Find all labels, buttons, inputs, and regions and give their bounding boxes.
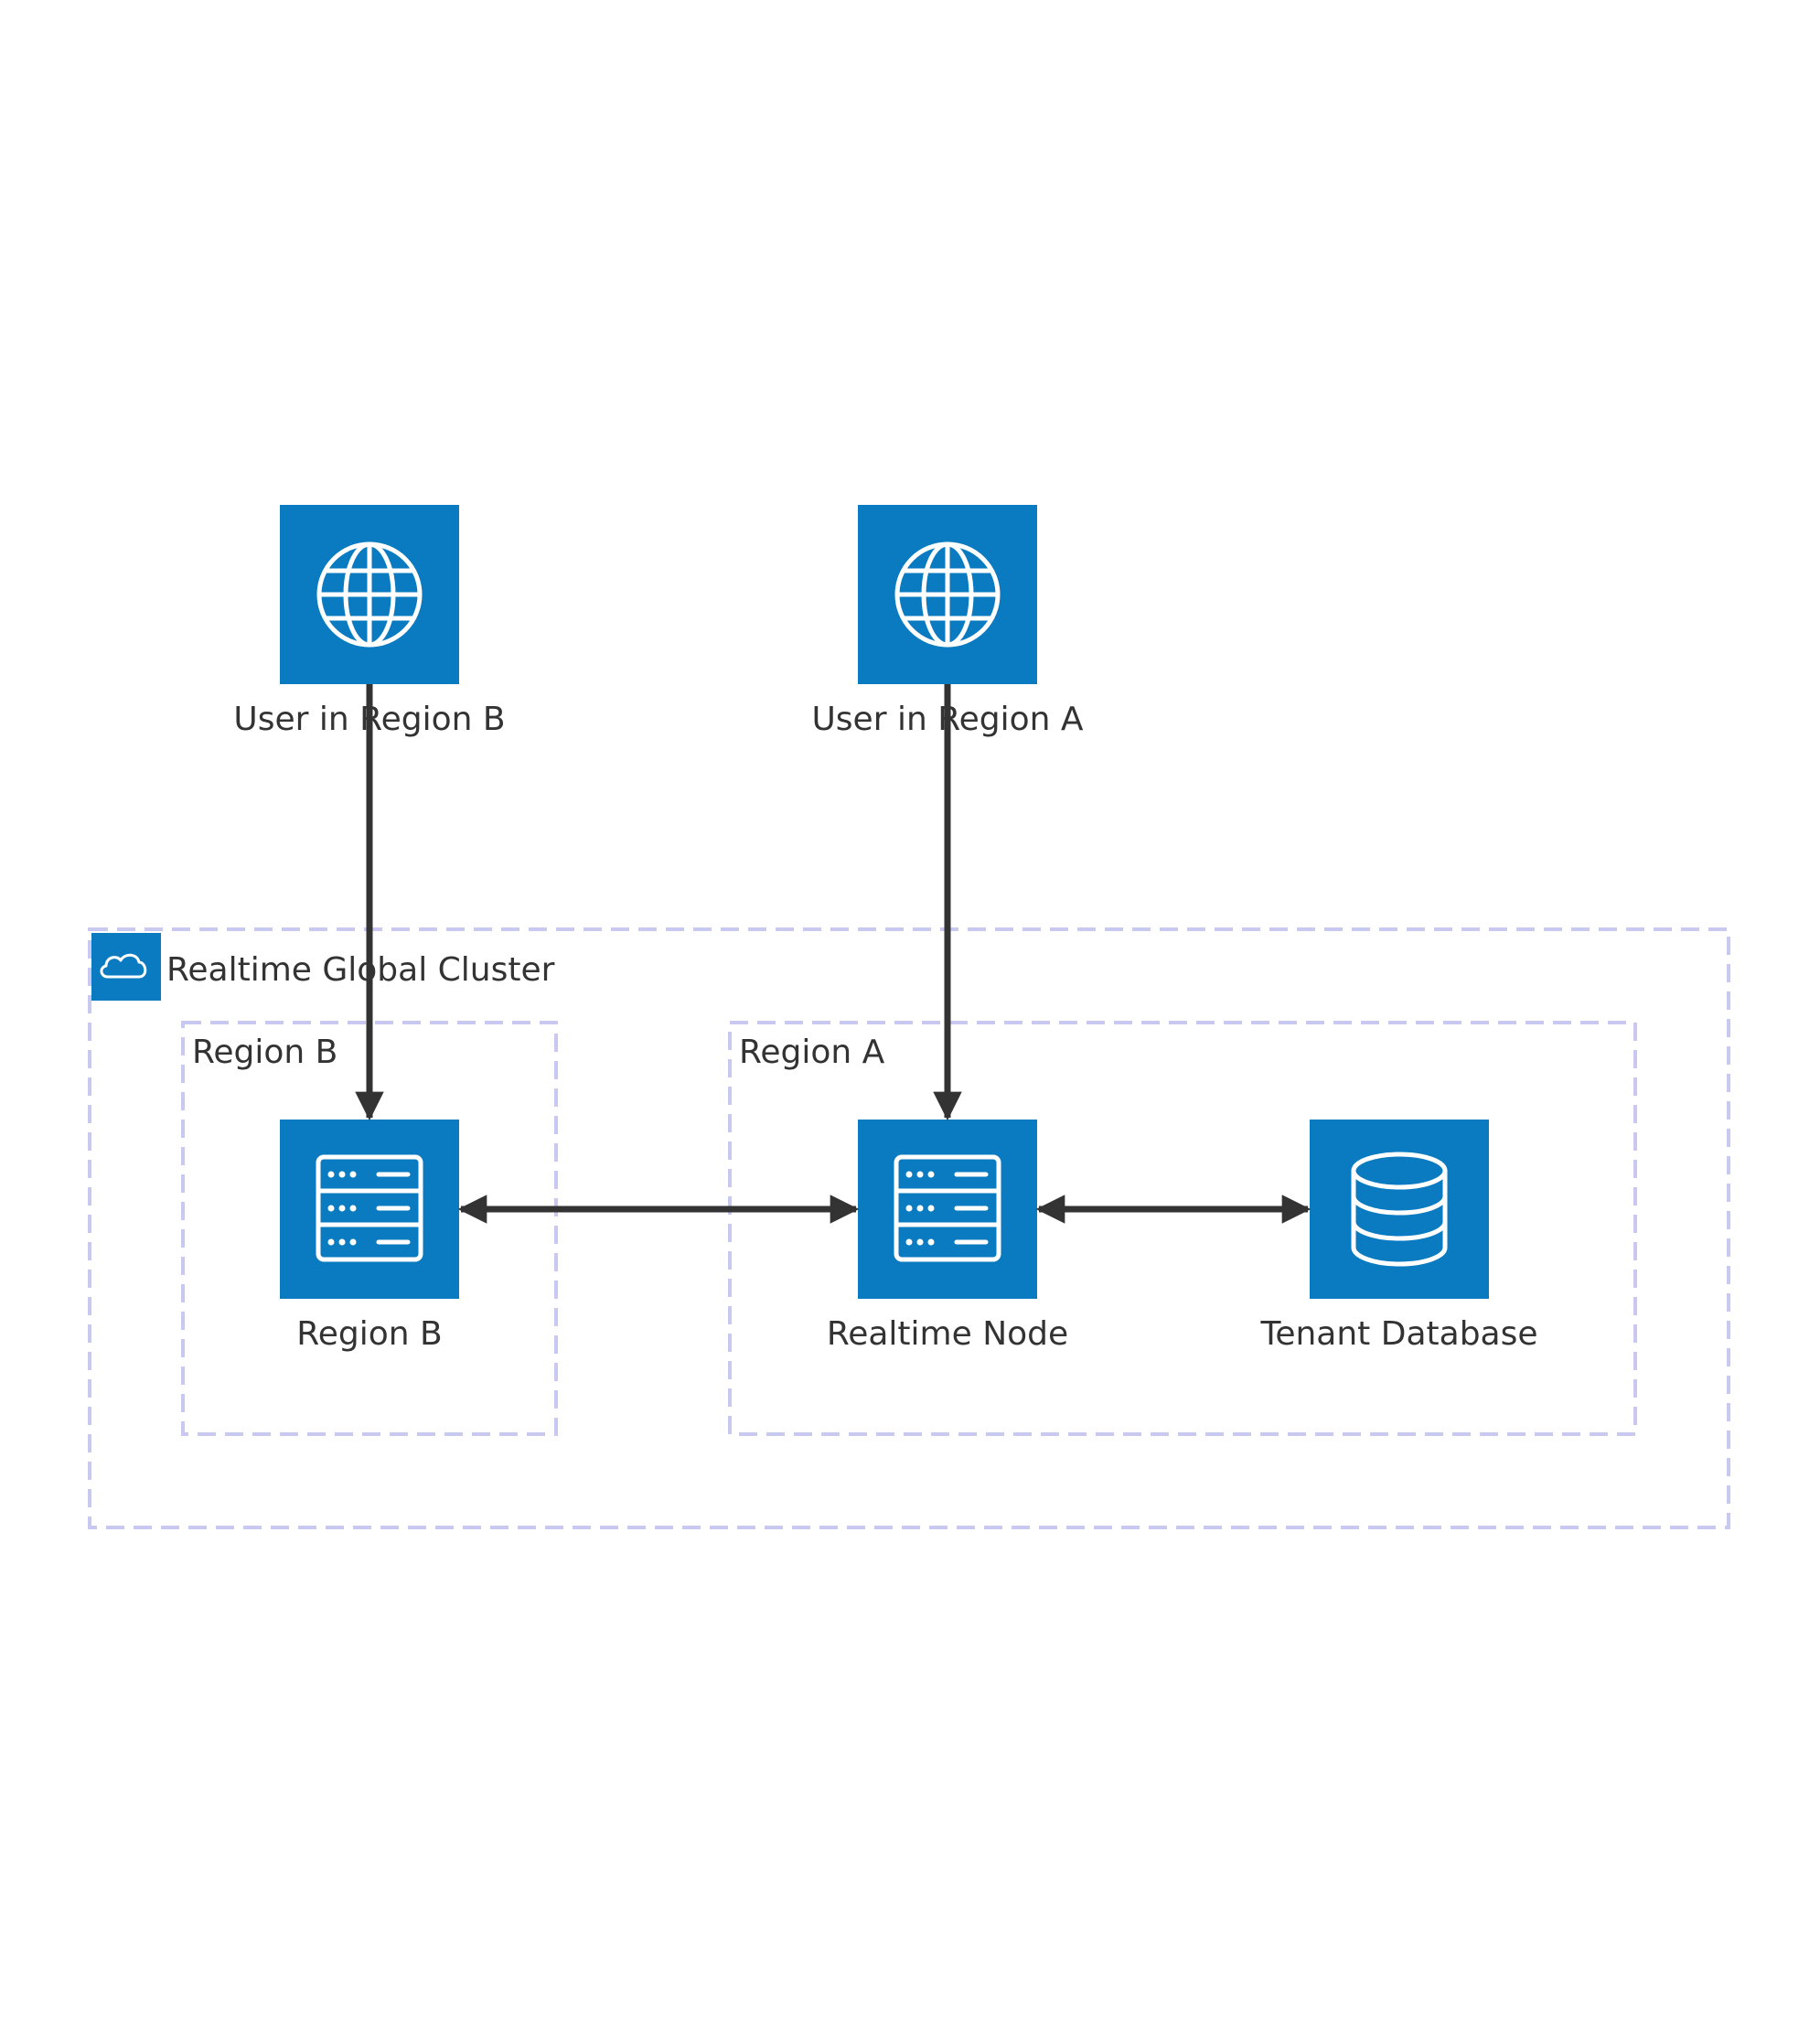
database-icon (1351, 1152, 1448, 1267)
region-a-border (728, 1021, 1637, 1436)
node-tenant-database[interactable]: Tenant Database (1259, 1120, 1538, 1353)
region-a-title: Region A (739, 1034, 885, 1071)
server-icon (316, 1154, 423, 1262)
globe-icon (316, 541, 423, 648)
node-user-in-region-b[interactable]: User in Region B (233, 505, 506, 738)
node-label-realtime-node: Realtime Node (827, 1315, 1068, 1353)
node-user-in-region-a[interactable]: User in Region A (811, 505, 1084, 738)
cluster-title: Realtime Global Cluster (166, 951, 555, 989)
cloud-icon (91, 933, 161, 1001)
region-b-border (181, 1021, 558, 1436)
region-b-title: Region B (192, 1034, 337, 1071)
node-label-tenant-database: Tenant Database (1259, 1315, 1537, 1353)
group-region-a: Region A (728, 1021, 1637, 1436)
node-realtime-node[interactable]: Realtime Node (827, 1120, 1068, 1353)
globe-icon (894, 541, 1001, 648)
group-realtime-global-cluster: Realtime Global Cluster (88, 927, 1730, 1529)
server-icon (894, 1154, 1001, 1262)
cluster-border (88, 927, 1730, 1529)
node-region-b-server[interactable]: Region B (280, 1120, 459, 1353)
node-label-region-b: Region B (296, 1315, 442, 1353)
group-region-b: Region B (181, 1021, 558, 1436)
